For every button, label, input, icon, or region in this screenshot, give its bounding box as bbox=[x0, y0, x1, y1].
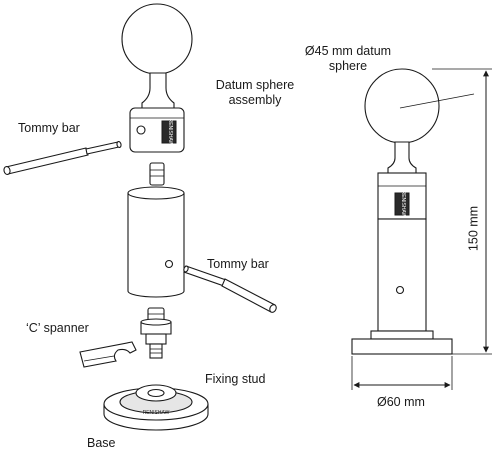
collar-hole bbox=[136, 125, 146, 135]
tommy-bar-right-label: Tommy bar bbox=[207, 257, 269, 271]
collar-text: RENISHAW bbox=[167, 119, 173, 146]
assembled-view: RENISHAW bbox=[351, 68, 453, 355]
column-top-stud bbox=[149, 162, 165, 186]
sphere-stem bbox=[141, 72, 175, 109]
assembled-column bbox=[377, 218, 427, 332]
assembled-base bbox=[351, 338, 453, 355]
c-spanner-label: ‘C’ spanner bbox=[26, 321, 89, 335]
label-line: Ø45 mm datum bbox=[304, 44, 392, 58]
label-line: sphere bbox=[328, 59, 368, 73]
assembled-stem bbox=[387, 141, 417, 174]
tommy-bar-right bbox=[183, 265, 277, 313]
assembled-collar-text: RENISHAW bbox=[400, 191, 406, 218]
height-dimension-label: 150 mm bbox=[466, 205, 481, 252]
assembled-flange bbox=[370, 330, 434, 340]
datum-sphere bbox=[121, 3, 193, 75]
base-label: Base bbox=[87, 436, 116, 450]
datum-sphere-assembly-label: Datum sphere assembly bbox=[195, 78, 315, 108]
datum-sphere-assembly: RENISHAW bbox=[121, 3, 193, 153]
column-hole bbox=[164, 259, 174, 269]
assembled-collar-marking bbox=[394, 192, 410, 216]
sphere-leader-line bbox=[399, 93, 475, 109]
label-line: Datum sphere bbox=[215, 78, 295, 92]
dimension-height bbox=[432, 68, 492, 355]
label-line: assembly bbox=[228, 93, 282, 107]
tommy-bar-top-label: Tommy bar bbox=[18, 121, 80, 135]
column bbox=[127, 186, 185, 298]
assembled-sphere bbox=[364, 68, 440, 144]
sphere-diameter-label: Ø45 mm datum sphere bbox=[296, 44, 400, 74]
tommy-bar-top bbox=[3, 140, 122, 176]
fixing-stud-label: Fixing stud bbox=[205, 372, 266, 386]
base-part: RENISHAW bbox=[103, 384, 209, 431]
c-spanner-part bbox=[79, 341, 137, 368]
assembled-hole bbox=[395, 285, 405, 295]
collar-marking bbox=[161, 120, 177, 144]
base-ring-text: RENISHAW bbox=[143, 410, 170, 416]
column-top bbox=[127, 186, 185, 200]
base-bore bbox=[147, 388, 165, 398]
fixing-stud-part bbox=[140, 307, 172, 359]
dimension-base-width bbox=[351, 356, 453, 390]
base-diameter-label: Ø60 mm bbox=[377, 395, 425, 409]
